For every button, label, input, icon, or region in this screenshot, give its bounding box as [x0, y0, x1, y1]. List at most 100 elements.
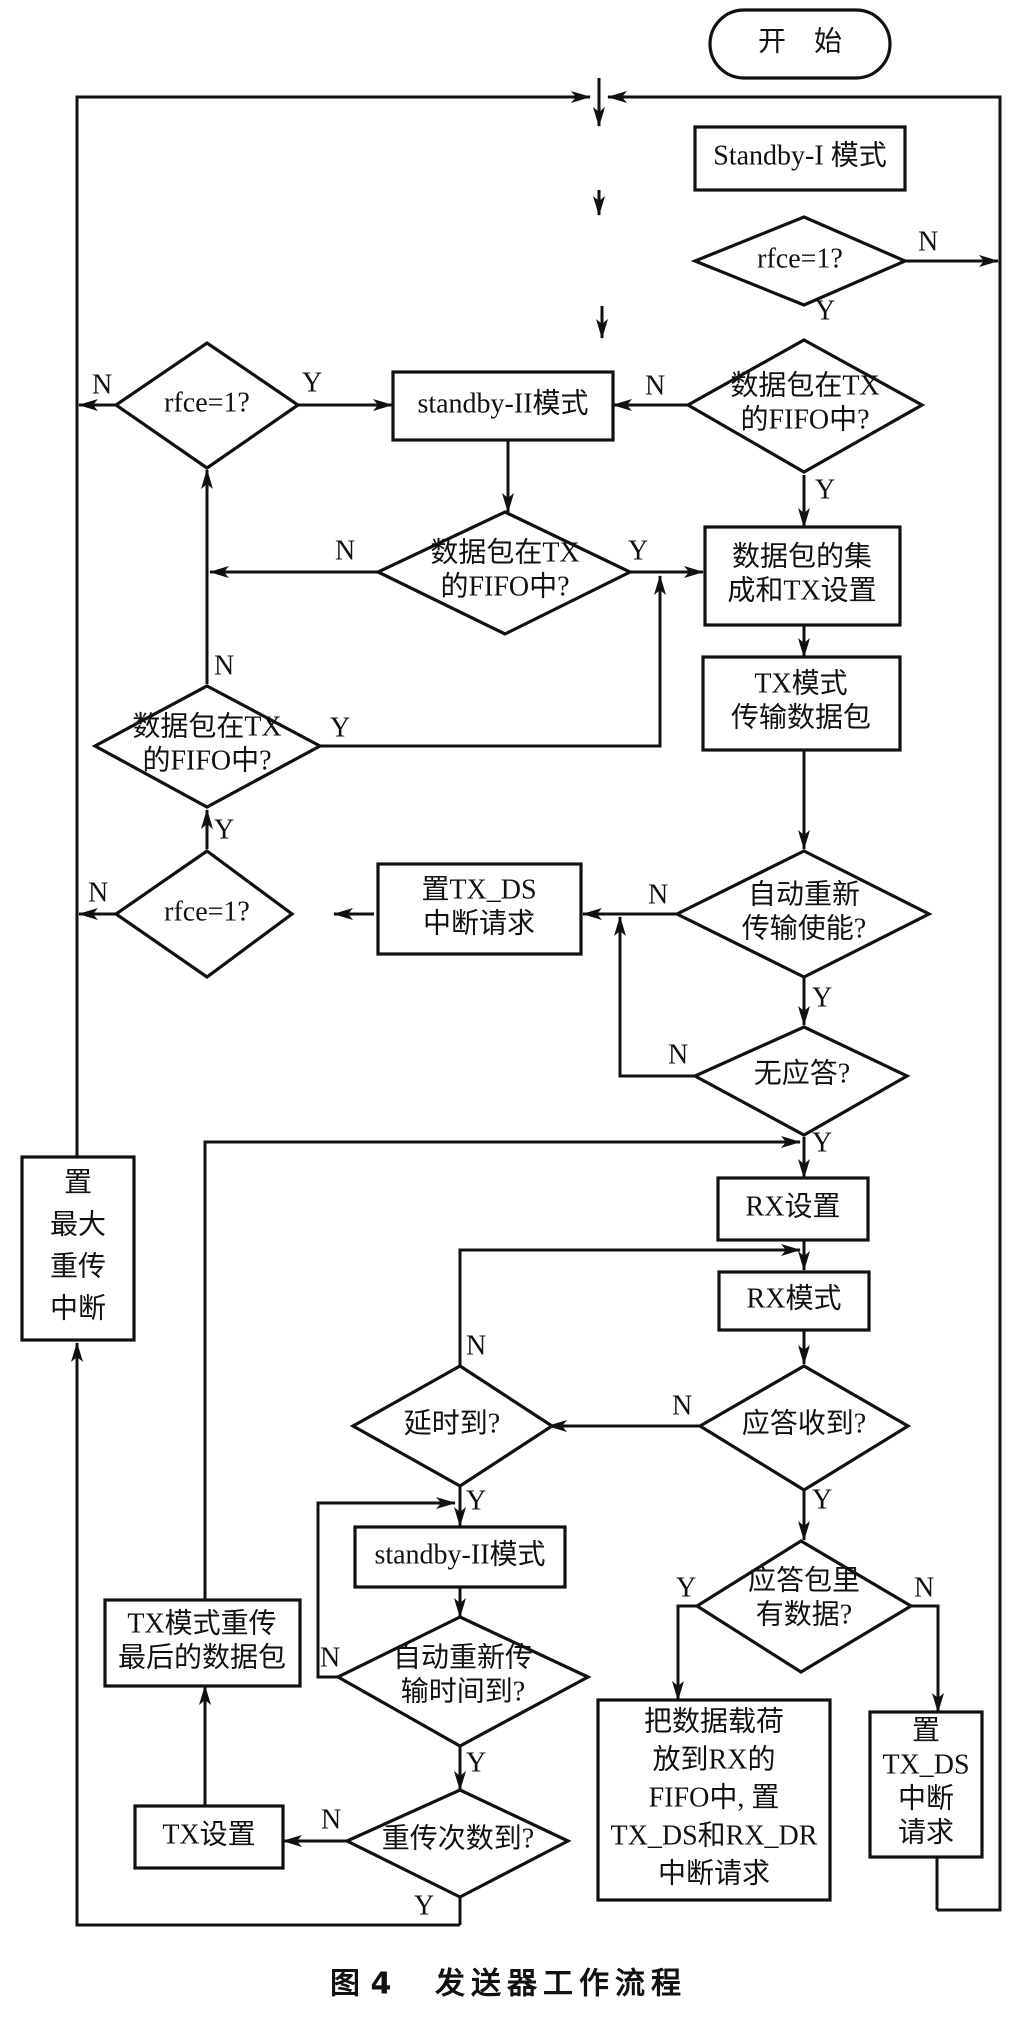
auto-retx-time-text: 自动重新传 [393, 1641, 533, 1673]
rx-mode-box [717, 1270, 871, 1332]
fifo-left-text: 数据包在TX [132, 710, 281, 742]
rfce-top-diamond [690, 215, 910, 307]
rx-setup-text: RX设置 [746, 1191, 841, 1222]
assemble-text: 数据包的集 [732, 540, 872, 572]
label-rfce-left-top-no: N [92, 369, 112, 400]
set-txds-2-text: 中断 [898, 1782, 954, 1814]
label-fifo-mid-no: N [335, 535, 355, 566]
label-fifo-top-yes: Y [815, 474, 835, 505]
no-ack-text: 无应答? [754, 1057, 850, 1089]
arrow-delay-no [458, 1244, 801, 1366]
auto-retx-enable-text: 传输使能? [742, 912, 866, 944]
fifo-mid-text: 数据包在TX [430, 536, 579, 568]
max-retx-text: 最大 [50, 1208, 106, 1240]
arrow-retx-count-yes [71, 1342, 460, 1927]
set-txds-1-box [376, 862, 583, 956]
arrow-right-loop [607, 91, 1002, 1912]
tx-mode-text: TX模式 [754, 667, 847, 699]
fifo-left-text: 的FIFO中? [142, 744, 271, 776]
label-fifo-top-no: N [645, 370, 665, 401]
label-no-ack-no: N [668, 1039, 688, 1070]
set-txds-2-text: 请求 [898, 1816, 954, 1848]
assemble-text: 成和TX设置 [727, 574, 876, 606]
label-auto-retx-time-yes: Y [466, 1747, 486, 1778]
label-rfce-top-no: N [918, 226, 938, 257]
fifo-left-diamond [91, 684, 324, 809]
ack-has-data-text: 有数据? [756, 1598, 852, 1630]
label-rfce-top-yes: Y [815, 295, 835, 326]
ack-received-diamond [696, 1364, 912, 1492]
label-auto-retx-no: N [648, 879, 668, 910]
label-no-ack-yes: Y [812, 1127, 832, 1158]
standby1-box [693, 125, 907, 192]
figure-title: 发送器工作流程 [434, 1967, 687, 2002]
rfce-left-top-text: rfce=1? [164, 387, 250, 418]
set-txds-1-text: 中断请求 [423, 907, 535, 939]
arrow-left-loop [75, 91, 591, 1160]
arrow-ack-data-yes [672, 1604, 697, 1701]
arrow-ack-data-no [911, 1604, 944, 1713]
payload-rx-text: TX_DS和RX_DR [611, 1819, 818, 1851]
rx-mode-text: RX模式 [747, 1282, 842, 1314]
payload-rx-text: 中断请求 [658, 1857, 770, 1889]
set-txds-2-text: TX_DS [882, 1749, 969, 1780]
label-ack-data-no: N [914, 1572, 934, 1603]
fifo-mid-diamond [374, 510, 634, 636]
label-rfce-left-bottom-yes: Y [214, 814, 234, 845]
arrow-no-ack-no [614, 916, 695, 1078]
set-txds-1-text: 置TX_DS [421, 874, 536, 905]
no-ack-diamond [691, 1025, 911, 1137]
max-retx-text: 重传 [50, 1250, 106, 1282]
max-retx-box [20, 1155, 136, 1342]
label-delay-no: N [466, 1330, 486, 1361]
standby2-bottom-text: standby-II模式 [374, 1538, 545, 1570]
figure-number: 图 4 [330, 1967, 391, 2002]
standby2-bottom-box [353, 1525, 567, 1589]
label-fifo-left-no: N [214, 650, 234, 681]
label-retx-count-yes: Y [414, 1890, 434, 1921]
max-retx-text: 中断 [50, 1292, 106, 1324]
label-ack-received-no: N [672, 1390, 692, 1421]
payload-rx-box [596, 1698, 832, 1902]
standby1-text: Standby-I 模式 [713, 139, 886, 171]
max-retx-text: 置 [64, 1167, 92, 1198]
shapes [20, 8, 984, 1902]
connectors [71, 78, 1002, 1927]
tx-mode-text: 传输数据包 [731, 701, 871, 733]
start-text: 开 始 [758, 25, 842, 57]
fifo-top-text: 的FIFO中? [740, 403, 869, 435]
ack-has-data-diamond [693, 1539, 915, 1674]
fifo-mid-text: 的FIFO中? [440, 570, 569, 602]
delay-text: 延时到? [404, 1407, 500, 1439]
label-rfce-left-top-yes: Y [302, 367, 322, 398]
fifo-top-diamond [684, 338, 926, 474]
rx-setup-box [716, 1176, 870, 1242]
label-delay-yes: Y [466, 1485, 486, 1516]
tx-retransmit-box [103, 1598, 302, 1688]
retx-count-diamond [343, 1788, 572, 1899]
fifo-top-text: 数据包在TX [730, 369, 879, 401]
auto-retx-enable-text: 自动重新 [748, 878, 860, 910]
arrow-tx-retransmit-rx [203, 1136, 801, 1600]
label-auto-retx-yes: Y [812, 982, 832, 1013]
start-terminal [708, 8, 892, 80]
standby2-top-text: standby-II模式 [417, 387, 588, 419]
delay-diamond [349, 1364, 555, 1488]
auto-retx-time-diamond [334, 1615, 592, 1748]
payload-rx-text: FIFO中, 置 [649, 1781, 780, 1813]
auto-retx-enable-diamond [673, 849, 933, 979]
standby2-top-box [391, 370, 615, 442]
set-txds-2-text: 置 [912, 1715, 940, 1746]
rfce-left-bottom-text: rfce=1? [164, 896, 250, 927]
rfce-left-bottom-diamond [113, 849, 295, 979]
tx-setup-text: TX设置 [162, 1819, 255, 1850]
label-retx-count-no: N [321, 1804, 341, 1835]
label-rfce-left-bottom-no: N [88, 877, 108, 908]
label-ack-received-yes: Y [812, 1484, 832, 1515]
label-fifo-mid-yes: Y [628, 535, 648, 566]
arrow-fifo-left-yes [320, 575, 666, 748]
ack-received-text: 应答收到? [742, 1407, 866, 1439]
label-ack-data-yes: Y [676, 1572, 696, 1603]
label-fifo-left-yes: Y [330, 712, 350, 743]
